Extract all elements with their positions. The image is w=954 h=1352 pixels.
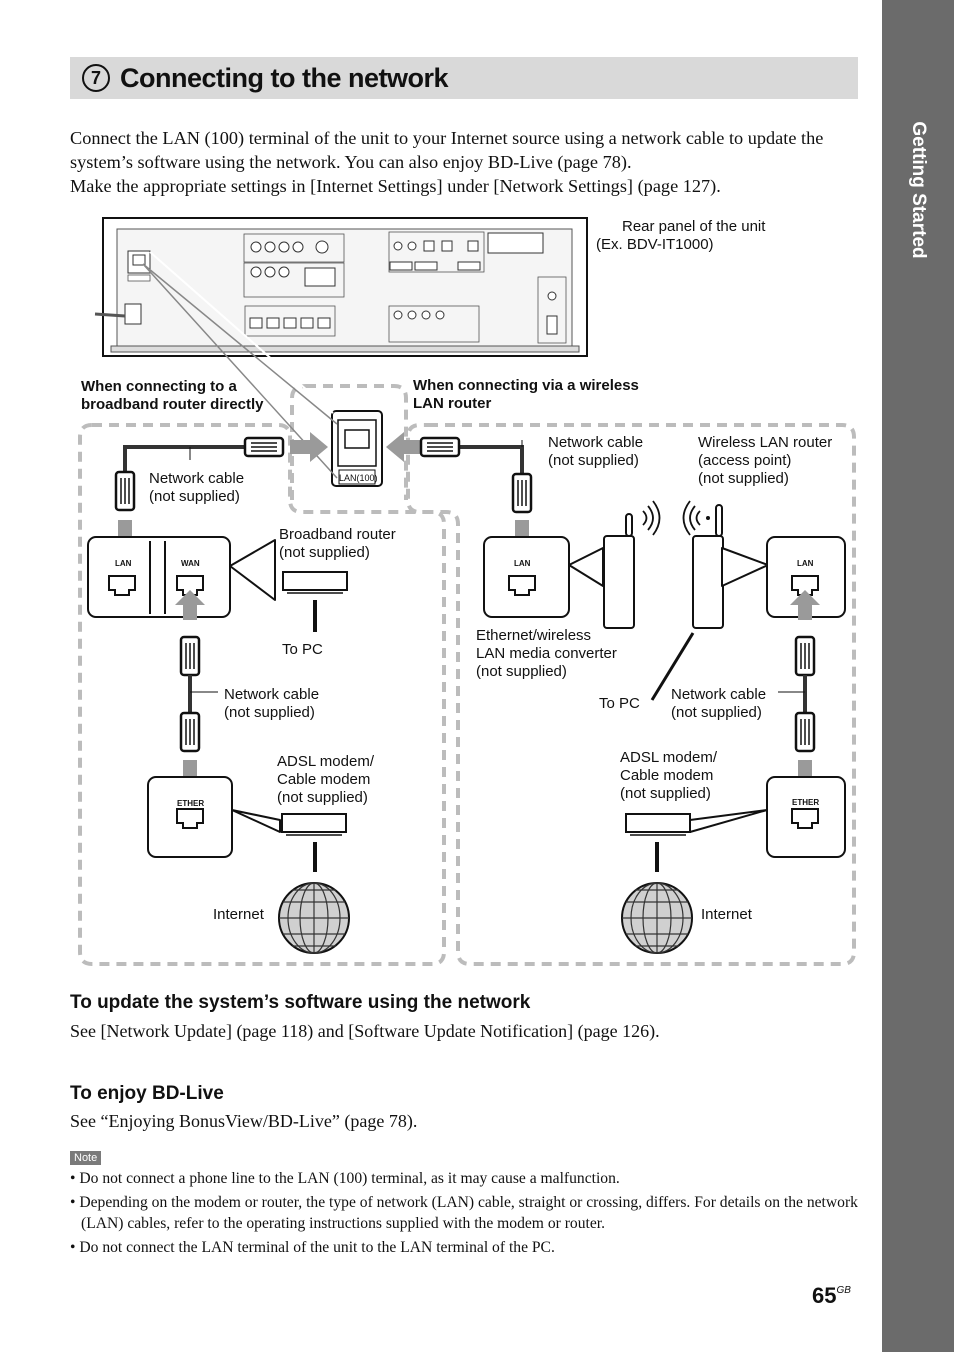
note-item: • Depending on the modem or router, the … [70,1194,858,1232]
wireless-port-lan-2: LAN [797,559,814,568]
direct-to-pc-label: To PC [282,641,323,658]
wireless-diagram [419,436,846,954]
wireless-adsl-label-1: ADSL modem/ [620,749,717,766]
direct-port-lan: LAN [115,559,132,568]
wireless-heading-line2: LAN router [413,395,492,412]
converter-label-2: LAN media converter [476,645,617,662]
section-title-bar: 7 Connecting to the network [70,57,858,99]
direct-heading-line2: broadband router directly [81,396,264,413]
direct-internet-label: Internet [213,906,264,923]
wireless-port-lan-1: LAN [514,559,531,568]
side-tab [882,0,954,1352]
intro-text: Connect the LAN (100) terminal of the un… [70,126,870,198]
direct-adsl-label-2: Cable modem [277,771,371,788]
direct-connection-region [78,423,446,966]
wireless-adsl-label-2: Cable modem [620,767,714,784]
section-number-badge: 7 [82,64,110,92]
wireless-internet-label: Internet [701,906,752,923]
note-item: • Do not connect a phone line to the LAN… [70,1170,620,1187]
wireless-router-note: (not supplied) [698,470,789,487]
wireless-network-cable-label: Network cable [548,434,644,451]
page-number-value: 65 [812,1283,837,1308]
wireless-to-pc-label: To PC [599,695,640,712]
lan-terminal-region [306,384,408,500]
broadband-router-label: Broadband router [279,526,396,543]
note-badge: Note [70,1151,102,1165]
update-text: See [Network Update] (page 118) and [Sof… [70,1021,660,1041]
rear-panel-unit [94,217,588,357]
wireless-router-label-2: (access point) [698,452,792,469]
wireless-port-ether: ETHER [792,798,820,807]
converter-note: (not supplied) [476,663,567,680]
direct-network-cable-label: Network cable [149,470,245,487]
side-tab-label: Getting Started [908,121,929,259]
intro-paragraph-2: Make the appropriate settings in [Intern… [70,176,721,196]
wireless-network-cable-note: (not supplied) [548,452,639,469]
bdlive-text: See “Enjoying BonusView/BD-Live” (page 7… [70,1111,418,1131]
wireless-network-cable-2-label: Network cable [671,686,767,703]
direct-network-cable-note: (not supplied) [149,488,240,505]
wireless-network-cable-2-note: (not supplied) [671,704,762,721]
page-number-suffix: GB [836,1285,851,1296]
wireless-router-label-1: Wireless LAN router [698,434,833,451]
intro-paragraph-1: Connect the LAN (100) terminal of the un… [70,128,824,172]
wireless-adsl-note: (not supplied) [620,785,711,802]
direct-adsl-note: (not supplied) [277,789,368,806]
rear-panel-label: Rear panel of the unit [622,218,766,235]
direct-heading-line1: When connecting to a [81,378,237,395]
wireless-heading-line1: When connecting via a wireless [413,377,639,394]
direct-network-cable-2-note: (not supplied) [224,704,315,721]
direct-port-ether: ETHER [177,799,205,808]
network-connection-diagram [78,217,856,966]
lan100-label: LAN(100) [339,473,378,483]
direct-diagram [87,436,350,954]
notes-list: • Do not connect a phone line to the LAN… [70,1168,860,1261]
direct-network-cable-2-label: Network cable [224,686,320,703]
note-item: • Do not connect the LAN terminal of the… [70,1239,555,1256]
direct-port-wan: WAN [181,559,200,568]
rear-panel-example: (Ex. BDV-IT1000) [596,236,714,253]
broadband-router-note: (not supplied) [279,544,370,561]
update-heading: To update the system’s software using th… [70,992,531,1013]
page-number: 65GB [812,1283,851,1309]
bdlive-heading: To enjoy BD-Live [70,1083,224,1104]
direct-adsl-label-1: ADSL modem/ [277,753,374,770]
lan100-terminal [331,410,383,487]
converter-label-1: Ethernet/wireless [476,627,592,644]
arrow-into-lan-left [290,432,328,462]
arrow-into-lan-right [386,432,420,462]
section-title: Connecting to the network [120,62,449,93]
